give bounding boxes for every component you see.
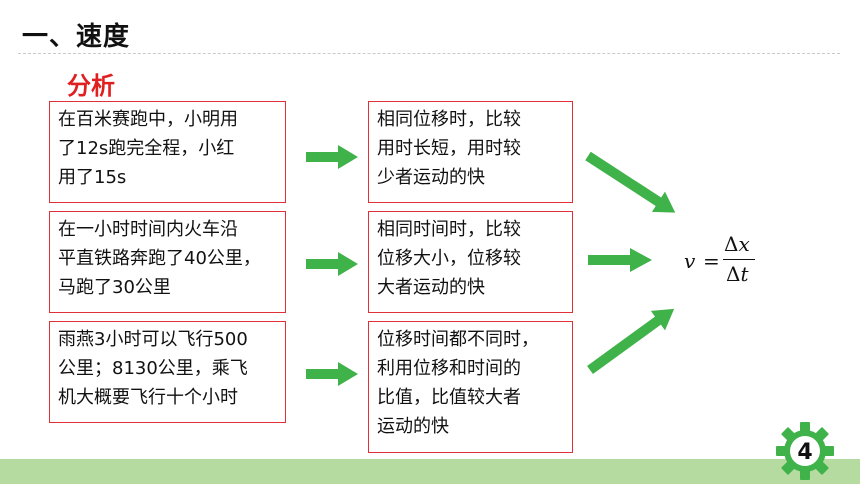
gear-icon: 4 [776, 422, 834, 480]
method-box-1: 相同位移时，比较 用时长短，用时较 少者运动的快 [368, 101, 573, 203]
method-line: 运动的快 [377, 416, 449, 437]
example-line: 雨燕3小时可以飞行500 [58, 329, 248, 350]
example-line: 了12s跑完全程，小红 [58, 138, 235, 159]
title-divider [18, 53, 840, 54]
method-line: 大者运动的快 [377, 277, 485, 298]
example-box-3: 雨燕3小时可以飞行500 公里；8130公里，乘飞 机大概要飞行十个小时 [49, 321, 286, 423]
green-arrow-icon [306, 145, 358, 169]
method-line: 比值，比值较大者 [377, 387, 521, 408]
example-line: 机大概要飞行十个小时 [58, 387, 238, 408]
example-line: 公里；8130公里，乘飞 [58, 358, 248, 379]
example-box-2: 在一小时时间内火车沿 平直铁路奔跑了40公里， 马跑了30公里 [49, 211, 286, 313]
method-line: 位移时间都不同时， [377, 329, 539, 350]
example-line: 在百米赛跑中，小明用 [58, 109, 238, 130]
method-line: 相同位移时，比较 [377, 109, 521, 130]
green-arrow-icon [588, 248, 652, 272]
footer-bar [0, 459, 860, 484]
numerator-variable: x [738, 232, 750, 256]
green-arrow-icon [587, 308, 675, 375]
example-line: 马跑了30公里 [58, 277, 171, 298]
method-line: 利用位移和时间的 [377, 358, 521, 379]
section-subtitle: 分析 [67, 72, 115, 100]
example-line: 在一小时时间内火车沿 [58, 219, 238, 240]
formula-denominator: Δt [726, 262, 749, 286]
green-arrow-icon [306, 362, 358, 386]
formula-lhs: v [684, 249, 696, 273]
formula-numerator: Δx [724, 232, 750, 256]
example-line: 平直铁路奔跑了40公里， [58, 248, 261, 269]
method-box-3: 位移时间都不同时， 利用位移和时间的 比值，比值较大者 运动的快 [368, 321, 573, 453]
method-line: 位移大小，位移较 [377, 248, 521, 269]
fraction-bar [723, 259, 755, 260]
page-title: 一、速度 [22, 22, 131, 52]
example-box-1: 在百米赛跑中，小明用 了12s跑完全程，小红 用了15s [49, 101, 286, 203]
method-box-2: 相同时间时，比较 位移大小，位移较 大者运动的快 [368, 211, 573, 313]
method-line: 用时长短，用时较 [377, 138, 521, 159]
formula-equals: = [703, 249, 720, 273]
page-number: 4 [797, 440, 812, 465]
method-line: 相同时间时，比较 [377, 219, 521, 240]
denominator-variable: t [740, 262, 749, 286]
delta-symbol: Δ [724, 232, 739, 256]
example-line: 用了15s [58, 167, 127, 188]
green-arrow-icon [306, 252, 358, 276]
method-line: 少者运动的快 [377, 167, 485, 188]
delta-symbol: Δ [726, 262, 741, 286]
green-arrow-icon [585, 151, 676, 213]
